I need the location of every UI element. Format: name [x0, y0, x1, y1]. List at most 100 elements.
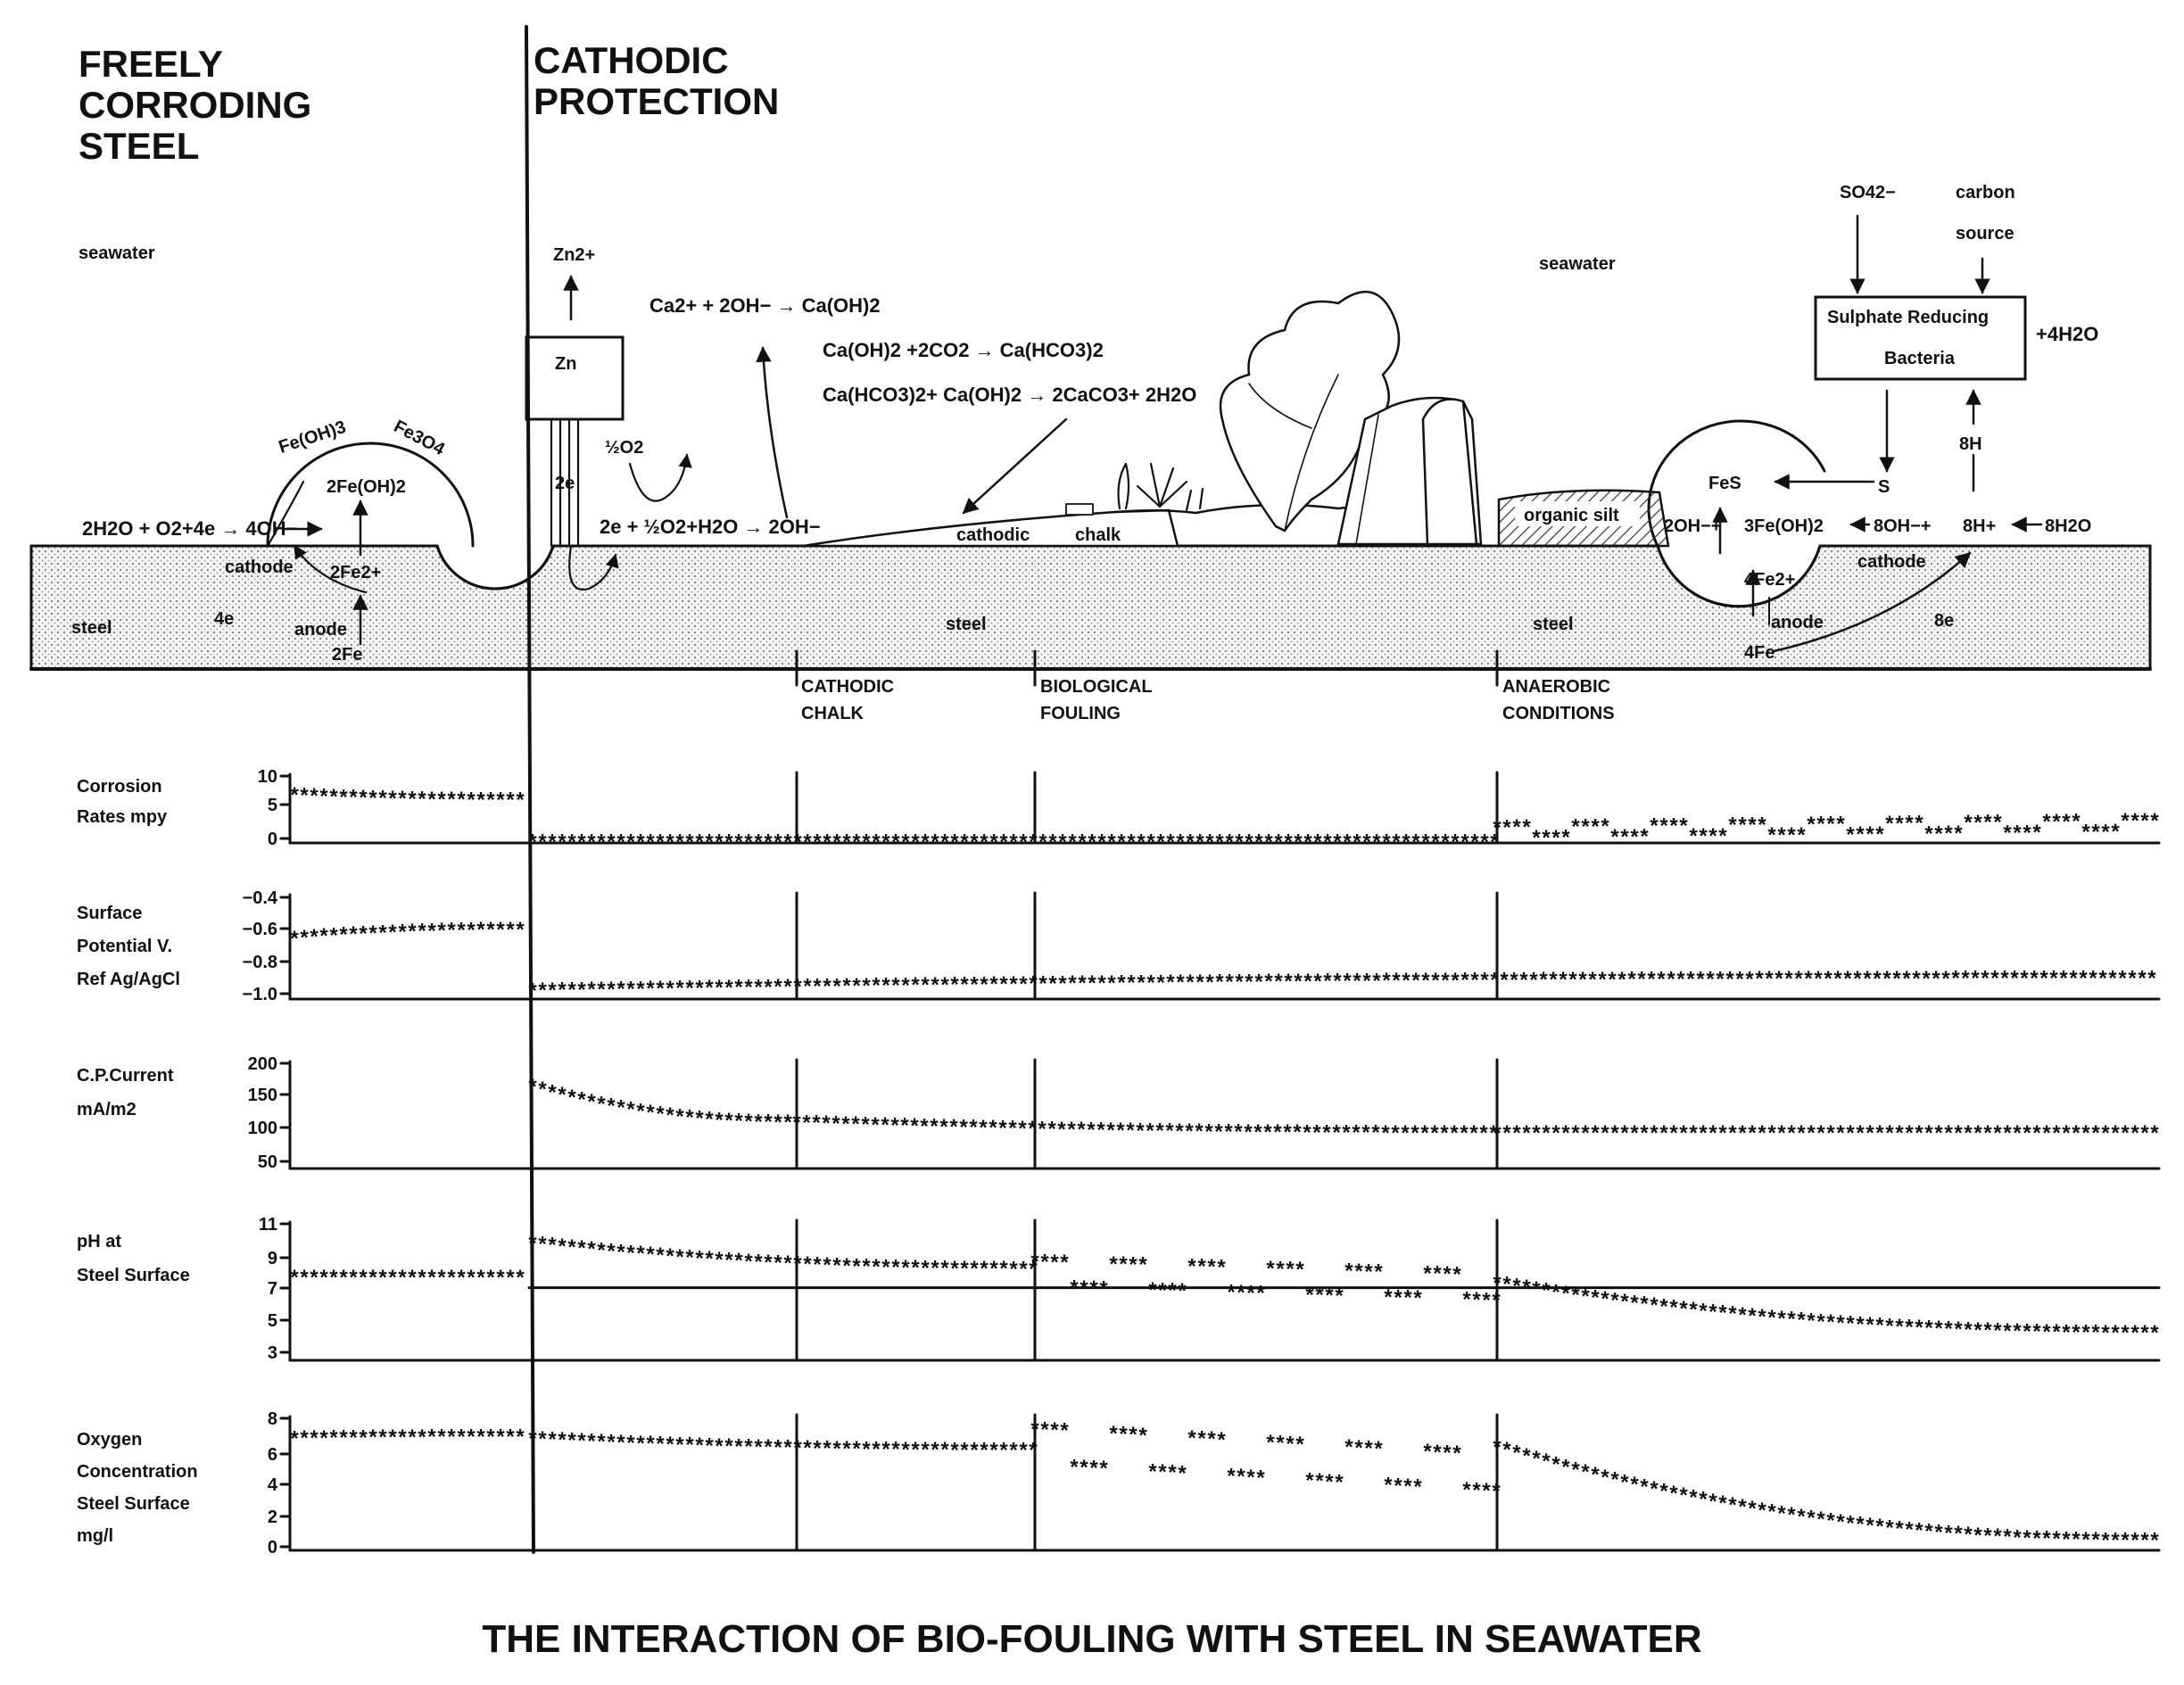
chart-0-point: *: [1522, 815, 1531, 839]
chart-1-point: *: [1608, 968, 1617, 992]
chart-2-point: *: [871, 1113, 880, 1137]
chart-1-point: *: [607, 978, 616, 1002]
chart-1-point: *: [447, 919, 456, 943]
chart-1-point: *: [1510, 968, 1518, 992]
chart-2-point: *: [1650, 1121, 1659, 1145]
chart-2-point: *: [989, 1116, 997, 1140]
chart-2-point: *: [528, 1075, 537, 1099]
chart-4-point: *: [1640, 1474, 1649, 1499]
chart-0-point: *: [1353, 830, 1361, 854]
chart-0-point: *: [300, 784, 309, 808]
steel-label-2: steel: [946, 615, 987, 634]
chart-1-point: *: [1303, 970, 1312, 994]
chart-1-point: *: [1362, 969, 1371, 993]
chart-3-point: *: [1227, 1281, 1236, 1305]
chart-4-point: *: [656, 1433, 665, 1457]
chart-2-point: *: [969, 1116, 978, 1140]
chart-1-point: *: [1686, 967, 1695, 991]
chart-0-point: *: [1973, 811, 1982, 835]
chart-0-point: *: [1009, 830, 1018, 854]
chart-2-point: *: [861, 1112, 870, 1136]
eight-h-label: 8H: [1959, 434, 1982, 454]
chart-0-point: *: [1493, 815, 1502, 839]
heading-cathodic: CATHODIC: [534, 39, 729, 81]
chart-3-point: *: [1286, 1258, 1295, 1282]
chart-0-point: *: [1571, 815, 1580, 839]
chart-4-point: *: [1493, 1435, 1502, 1459]
chart-4-point: *: [567, 1429, 576, 1453]
chart-3-tick-label-0: 11: [259, 1215, 277, 1235]
chart-0-point: *: [457, 788, 466, 812]
chart-2-point: *: [1381, 1121, 1390, 1145]
chart-2-tick-label-3: 50: [258, 1152, 277, 1172]
chart-3-point: *: [646, 1243, 655, 1267]
s-label: S: [1878, 477, 1890, 497]
chart-1-point: *: [1755, 967, 1764, 991]
chart-4-point: *: [1178, 1461, 1187, 1485]
chart-0-point: *: [496, 788, 505, 812]
chart-1-point: *: [300, 926, 309, 950]
chart-0-point: *: [911, 830, 920, 854]
four-fe-label: 4Fe: [1744, 643, 1774, 663]
chart-1-point: *: [1048, 971, 1057, 995]
chart-4-point: *: [1924, 1520, 1933, 1544]
chart-1-point: *: [823, 974, 831, 998]
chart-2-point: *: [1905, 1121, 1914, 1145]
seawater-label-right: seawater: [1539, 254, 1616, 274]
chart-0-point: *: [1362, 830, 1371, 854]
chart-4-point: *: [764, 1435, 773, 1459]
chart-2-point: *: [2052, 1121, 2061, 1145]
two-e-label: 2e: [555, 474, 575, 493]
chart-3-point: *: [2091, 1321, 2100, 1345]
srb-line1: Sulphate Reducing: [1827, 308, 1989, 327]
chart-2-point: *: [1038, 1117, 1046, 1141]
chart-2-point: *: [734, 1110, 743, 1134]
chart-2-point: *: [1551, 1121, 1560, 1145]
chart-3-point: *: [1187, 1254, 1196, 1278]
chart-2-point: *: [1571, 1121, 1580, 1145]
chart-0-point: *: [813, 830, 822, 854]
chart-2-point: *: [1273, 1120, 1282, 1144]
chart-3-point: *: [1512, 1274, 1521, 1298]
chart-0-point: *: [476, 788, 485, 812]
chart-1-point: *: [636, 977, 645, 1001]
chart-0-point: *: [724, 830, 733, 854]
chart-4-point: *: [881, 1438, 890, 1462]
chart-2-point: *: [1263, 1120, 1272, 1144]
chart-0-point: *: [931, 830, 939, 854]
chart-1-point: *: [1029, 972, 1038, 996]
chart-3-point: *: [2101, 1321, 2110, 1345]
chart-1-point: *: [1274, 970, 1283, 994]
chart-1-point: *: [567, 979, 576, 1003]
chart-1-point: *: [1186, 971, 1195, 995]
chart-2-point: *: [1856, 1121, 1865, 1145]
chart-0-point: *: [1137, 830, 1146, 854]
chart-4-point: *: [1542, 1450, 1551, 1474]
chart-4-point: *: [558, 1428, 567, 1452]
chart-0-point: *: [1107, 830, 1116, 854]
chart-4-point: *: [2023, 1526, 2031, 1550]
chart-4-point: *: [774, 1435, 782, 1459]
chart-2-point: *: [1816, 1121, 1825, 1145]
chart-0-point: *: [427, 788, 436, 812]
chart-3-point: *: [1482, 1288, 1491, 1312]
chart-1-point: *: [921, 973, 930, 997]
chart-3-point: *: [2111, 1321, 2120, 1345]
fe2-label: 2Fe2+: [330, 563, 381, 582]
chart-4-point: *: [447, 1425, 456, 1450]
chart-4-point: *: [1197, 1427, 1206, 1451]
chart-1-point: *: [626, 978, 635, 1002]
chart-4-point: *: [339, 1426, 348, 1450]
chart-0-point: *: [1088, 830, 1096, 854]
chart-2-point: *: [1679, 1121, 1688, 1145]
chart-4-point: *: [1993, 1524, 2002, 1549]
chart-0-point: *: [1601, 814, 1609, 838]
steel-label-1: steel: [71, 618, 112, 638]
chart-1-point: *: [1882, 967, 1891, 991]
chart-0-point: *: [2052, 810, 2061, 834]
chart-1-point: *: [862, 974, 871, 998]
chart-2-point: *: [979, 1116, 988, 1140]
chart-3-point: *: [1266, 1257, 1275, 1281]
chart-3-point: *: [2072, 1320, 2081, 1344]
chart-4-point: *: [2140, 1529, 2149, 1553]
